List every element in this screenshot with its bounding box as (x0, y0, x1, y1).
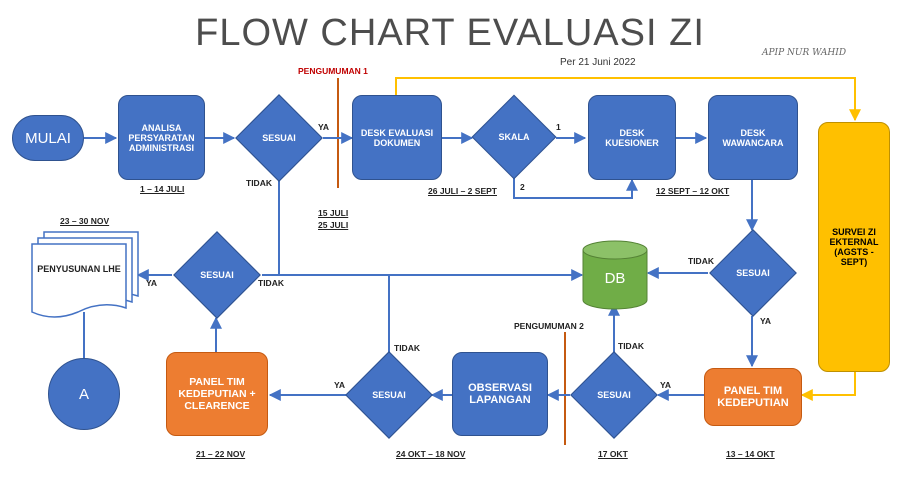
mulai-label: MULAI (25, 129, 71, 147)
analisa-date: 1 – 14 JULI (140, 184, 185, 194)
page-title: FLOW CHART EVALUASI ZI (195, 12, 705, 54)
panel-kedeputian-node: PANEL TIM KEDEPUTIAN (704, 368, 802, 426)
tidak1-label: TIDAK (246, 178, 272, 188)
analisa-node: ANALISA PERSYARATAN ADMINISTRASI (118, 95, 205, 180)
sesuai-obs-decision: SESUAI (345, 351, 433, 439)
ya-lhe-label: YA (146, 278, 158, 288)
skala-decision: SKALA (471, 94, 557, 180)
desk-evaluasi-date: 26 JULI – 2 SEPT (428, 186, 497, 196)
survei-label: SURVEI ZI EKTERNAL (AGSTS - SEPT) (829, 227, 879, 267)
sesuai-right-label: SESUAI (736, 268, 770, 278)
penyusunan-label: PENYUSUNAN LHE (37, 264, 121, 274)
sesuai-panel-date: 17 OKT (598, 449, 628, 459)
pengumuman1-date-b: 25 JULI (318, 220, 349, 230)
tidak-lhe-label: TIDAK (258, 278, 284, 288)
panel-clearence-label: PANEL TIM KEDEPUTIAN + CLEARENCE (178, 376, 256, 412)
observasi-date: 24 OKT – 18 NOV (396, 449, 466, 459)
penyusunan-date: 23 – 30 NOV (60, 216, 110, 226)
desk-wawancara-node: DESK WAWANCARA (708, 95, 798, 180)
tidak-panel-label: TIDAK (618, 341, 644, 351)
document-stack-icon (31, 231, 139, 318)
skala-1-label: 1 (556, 122, 561, 132)
sesuai-lhe-label: SESUAI (200, 270, 234, 280)
sesuai-panel-decision: SESUAI (570, 351, 658, 439)
sesuai-obs-label: SESUAI (372, 390, 406, 400)
observasi-node: OBSERVASI LAPANGAN (452, 352, 548, 436)
pengumuman1-date-a: 15 JULI (318, 208, 349, 218)
panel-kedeputian-label: PANEL TIM KEDEPUTIAN (717, 385, 789, 409)
desk-wawancara-label: DESK WAWANCARA (722, 127, 784, 148)
panel-clearence-node: PANEL TIM KEDEPUTIAN + CLEARENCE (166, 352, 268, 436)
yellow-line-top (395, 77, 861, 122)
ya-right-label: YA (760, 316, 772, 326)
arrow-skala-2 (513, 178, 638, 199)
desk-kuesioner-label: DESK KUESIONER (605, 127, 659, 148)
desk-evaluasi-node: DESK EVALUASI DOKUMEN (352, 95, 442, 180)
tidak-right-label: TIDAK (688, 256, 714, 266)
skala-label: SKALA (498, 132, 530, 142)
pengumuman2-label: PENGUMUMAN 2 (514, 321, 584, 331)
penyusunan-document: PENYUSUNAN LHE (30, 230, 140, 320)
db-label: DB (604, 270, 626, 287)
kuesioner-wawancara-date: 12 SEPT – 12 OKT (656, 186, 730, 196)
sesuai-panel-label: SESUAI (597, 390, 631, 400)
panel-clearence-date: 21 – 22 NOV (196, 449, 246, 459)
sesuai1-label: SESUAI (262, 133, 296, 143)
observasi-label: OBSERVASI LAPANGAN (468, 382, 532, 406)
ya-panel-label: YA (660, 380, 672, 390)
mulai-node: MULAI (12, 115, 84, 161)
database-icon (582, 240, 648, 310)
desk-kuesioner-node: DESK KUESIONER (588, 95, 676, 180)
sesuai-lhe-decision: SESUAI (172, 231, 262, 319)
ya-obs-label: YA (334, 380, 346, 390)
sesuai-right-decision: SESUAI (708, 229, 798, 317)
survei-node: SURVEI ZI EKTERNAL (AGSTS - SEPT) (818, 122, 890, 372)
sesuai1-decision: SESUAI (234, 94, 324, 182)
a-connector: A (48, 358, 120, 430)
desk-evaluasi-label: DESK EVALUASI DOKUMEN (360, 127, 434, 148)
signature: APIP NUR WAHID (762, 48, 847, 58)
panel-kedeputian-date: 13 – 14 OKT (726, 449, 775, 459)
skala-2-label: 2 (520, 182, 525, 192)
analisa-label: ANALISA PERSYARATAN ADMINISTRASI (128, 122, 195, 153)
db-node: DB (582, 240, 648, 310)
a-label: A (78, 385, 89, 403)
pengumuman1-label: PENGUMUMAN 1 (298, 66, 368, 76)
yellow-line-bottom (800, 372, 856, 401)
ya1-label: YA (318, 122, 330, 132)
tidak-obs-label: TIDAK (394, 343, 420, 353)
page-subtitle: Per 21 Juni 2022 (560, 57, 636, 68)
